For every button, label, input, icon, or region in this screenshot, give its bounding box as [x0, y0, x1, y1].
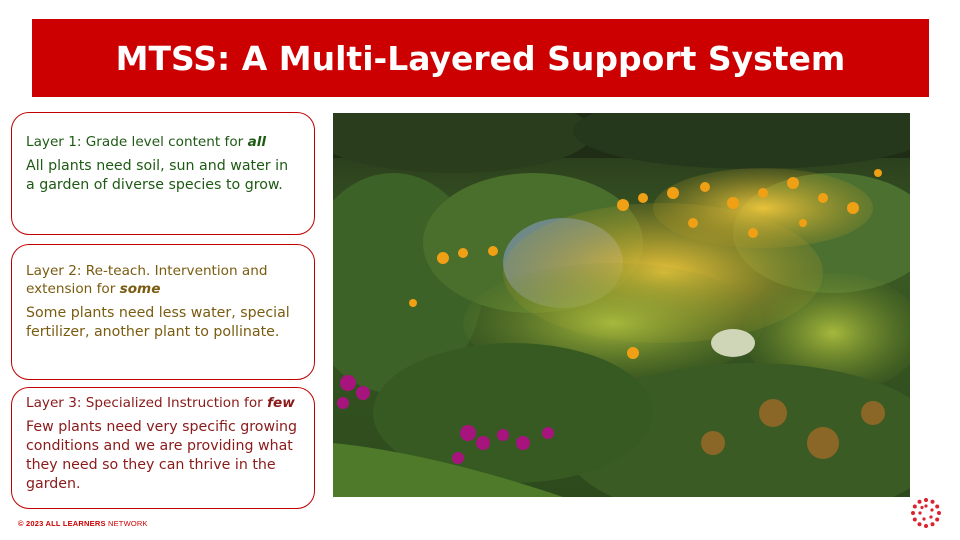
- copyright-footer: © 2023 ALL LEARNERS NETWORK: [18, 519, 148, 528]
- layer-2-body: Some plants need less water, special fer…: [26, 305, 290, 340]
- title-banner: MTSS: A Multi-Layered Support System: [32, 19, 929, 97]
- footer-brand: © 2023 ALL LEARNERS: [18, 519, 106, 528]
- layer-3-body: Few plants need very specific growing co…: [26, 419, 298, 492]
- footer-network: NETWORK: [105, 519, 148, 528]
- layer-2-heading-text: Layer 2: Re-teach. Intervention and exte…: [26, 263, 268, 297]
- layer-3-emphasis: few: [267, 395, 295, 411]
- layer-1-emphasis: all: [247, 134, 267, 150]
- all-learners-logo-icon: [911, 498, 941, 528]
- layer-1-body: All plants need soil, sun and water in a…: [26, 158, 289, 193]
- layer-1-card: Layer 1: Grade level content for all All…: [11, 112, 315, 235]
- layer-3-card: Layer 3: Specialized Instruction for few…: [11, 387, 315, 509]
- layer-1-heading: Layer 1: Grade level content for all: [26, 133, 300, 151]
- layer-2-card: Layer 2: Re-teach. Intervention and exte…: [11, 244, 315, 380]
- slide-title: MTSS: A Multi-Layered Support System: [115, 38, 846, 78]
- layer-3-heading: Layer 3: Specialized Instruction for few: [26, 394, 300, 412]
- layer-3-heading-text: Layer 3: Specialized Instruction for: [26, 395, 268, 411]
- layer-2-heading: Layer 2: Re-teach. Intervention and exte…: [26, 262, 300, 298]
- layer-2-emphasis: some: [119, 281, 161, 297]
- garden-photo: [333, 113, 910, 497]
- layer-1-heading-text: Layer 1: Grade level content for: [26, 134, 248, 150]
